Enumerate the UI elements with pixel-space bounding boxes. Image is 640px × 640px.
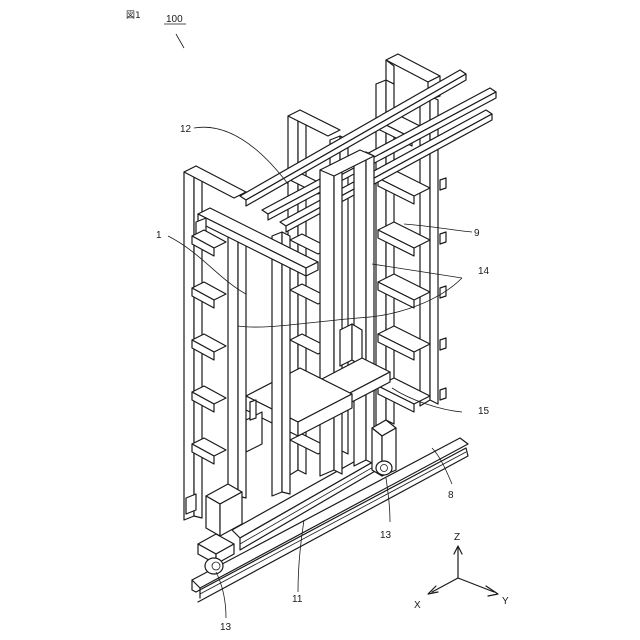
ref-1-label: 1 — [156, 230, 162, 241]
axis-y-label: Y — [502, 596, 509, 607]
ref-13-rear-label: 13 — [380, 530, 392, 541]
axis-z-label: Z — [454, 532, 460, 543]
ref-12-label: 12 — [180, 124, 192, 135]
ref-15-label: 15 — [478, 406, 490, 417]
ref-13-front-label: 13 — [220, 622, 232, 633]
ref-14-label: 14 — [478, 266, 490, 277]
ref-8-label: 8 — [448, 490, 454, 501]
assembly-ref-label: 100 — [166, 14, 183, 25]
ref-9-label: 9 — [474, 228, 480, 239]
figure-label: 図1 — [126, 10, 141, 21]
ref-11-label: 11 — [292, 594, 303, 605]
coordinate-axes — [428, 546, 498, 596]
axis-x-label: X — [414, 600, 421, 611]
rear-wheel-unit — [372, 420, 396, 476]
